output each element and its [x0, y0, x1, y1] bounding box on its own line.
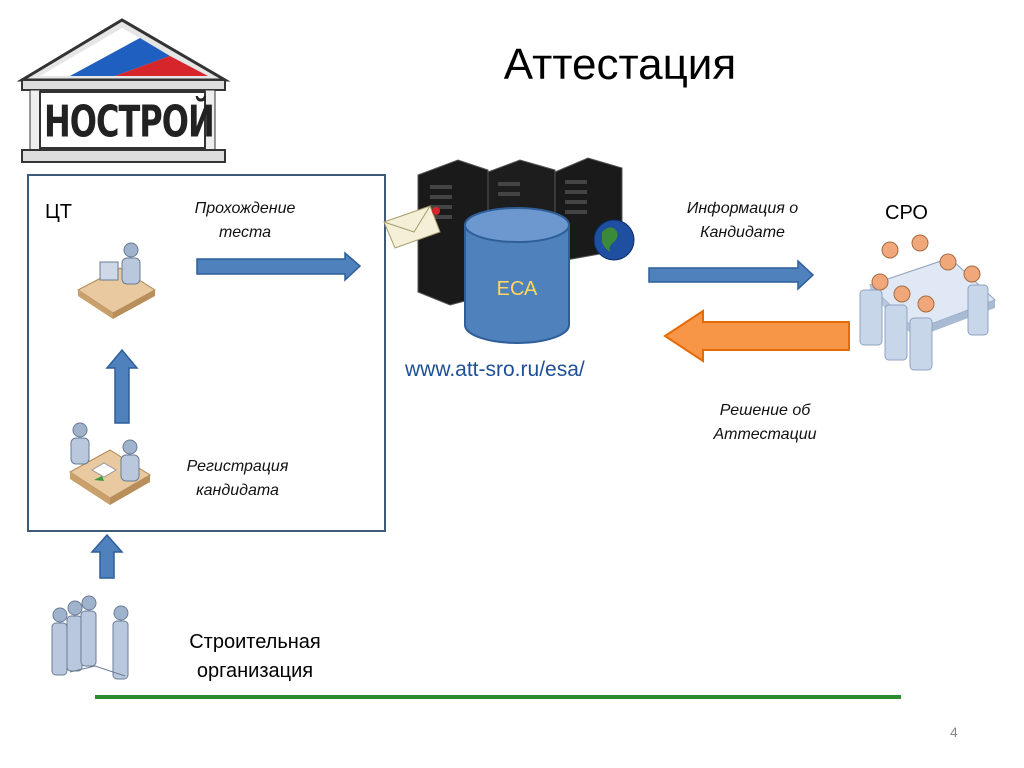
registration-icon: [69, 422, 151, 505]
envelope-icon: [383, 205, 441, 249]
decision-label-line1: Решение об: [719, 402, 811, 419]
org-label-line2: организация: [196, 660, 314, 682]
arrow-test-to-esa: [196, 251, 362, 282]
test-label-line1: Прохождение: [194, 200, 296, 217]
test-person-icon: [77, 242, 156, 319]
slide-title: Аттестация: [503, 40, 737, 89]
page-number: 4: [950, 724, 958, 740]
registration-label-line2: кандидата: [196, 482, 279, 499]
info-label-line1: Информация о: [686, 200, 799, 217]
logo-text: НОСТРОЙ: [44, 96, 215, 148]
arrow-org-to-center: [90, 533, 124, 579]
decision-label: Решение об Аттестации: [690, 399, 840, 447]
test-label-line2: теста: [218, 224, 272, 241]
ct-label: ЦТ: [45, 201, 73, 223]
database-icon: [464, 207, 570, 344]
org-label-line1: Строительная: [189, 631, 321, 653]
meeting-icon: [859, 234, 996, 371]
org-label: Строительная организация: [170, 628, 340, 686]
decision-label-line2: Аттестации: [713, 426, 817, 443]
arrow-sro-to-esa: [663, 309, 850, 363]
arrow-esa-to-sro: [648, 259, 815, 291]
info-label: Информация о Кандидате: [660, 197, 825, 245]
info-label-line2: Кандидате: [700, 224, 785, 241]
esa-label: ЕСА: [496, 278, 538, 300]
registration-label: Регистрация кандидата: [165, 455, 310, 503]
sro-label: СРО: [885, 202, 928, 224]
footer-divider: [95, 695, 901, 699]
registration-label-line1: Регистрация: [186, 458, 289, 475]
test-label: Прохождение теста: [170, 197, 320, 245]
globe-icon: [593, 219, 635, 261]
esa-url[interactable]: www.att-sro.ru/esa/: [405, 358, 585, 381]
arrow-registration-to-test: [105, 348, 139, 424]
workers-icon: [51, 595, 129, 680]
